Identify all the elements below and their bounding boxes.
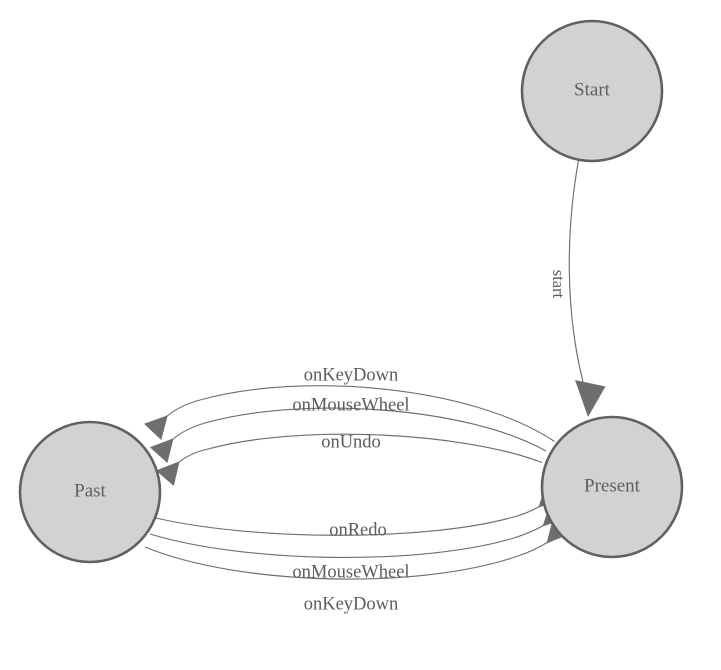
edge-present-to-past-onundo[interactable]: onUndo	[156, 432, 543, 486]
node-start-label: Start	[574, 79, 611, 100]
node-start[interactable]: Start	[520, 19, 664, 163]
edge-label-onkeydown-redo: onKeyDown	[304, 594, 399, 614]
arrowhead-onmousewheel-undo	[149, 438, 174, 463]
node-past[interactable]: Past	[18, 420, 162, 564]
node-start-circle	[520, 19, 664, 163]
edge-label-onundo: onUndo	[321, 432, 381, 452]
edge-label-onkeydown-undo: onKeyDown	[304, 365, 399, 385]
node-present-label: Present	[584, 475, 641, 496]
edge-path-onundo	[177, 433, 543, 464]
edge-label-start: start	[549, 270, 568, 299]
node-past-circle	[18, 420, 162, 564]
edge-past-to-present-onkeydown[interactable]: onKeyDown	[144, 518, 570, 615]
edge-start-to-present[interactable]: start	[549, 160, 606, 418]
edge-present-to-past-onkeydown[interactable]: onKeyDown	[144, 365, 555, 442]
edge-label-onredo: onRedo	[329, 520, 387, 540]
edge-path-onmousewheel-redo	[149, 524, 545, 558]
edge-label-onmousewheel-undo: onMouseWheel	[292, 395, 409, 415]
edge-path-onkeydown-undo	[165, 385, 555, 442]
arrowhead-onkeydown-undo	[144, 415, 168, 440]
edge-label-onmousewheel-redo: onMouseWheel	[292, 562, 409, 582]
node-present[interactable]: Present	[540, 415, 684, 559]
arrowhead-onundo	[156, 461, 180, 486]
edge-path-onmousewheel-undo	[171, 407, 547, 452]
edge-present-to-past-onmousewheel[interactable]: onMouseWheel	[149, 395, 547, 463]
edge-path-onredo	[155, 505, 541, 536]
edge-past-to-present-onmousewheel[interactable]: onMouseWheel	[149, 502, 567, 582]
node-present-circle	[540, 415, 684, 559]
edge-path-start	[568, 160, 584, 383]
edge-path-onkeydown-redo	[144, 541, 549, 580]
arrowhead-start	[575, 380, 606, 417]
node-past-label: Past	[74, 480, 106, 501]
edge-past-to-present-onredo[interactable]: onRedo	[155, 483, 563, 541]
